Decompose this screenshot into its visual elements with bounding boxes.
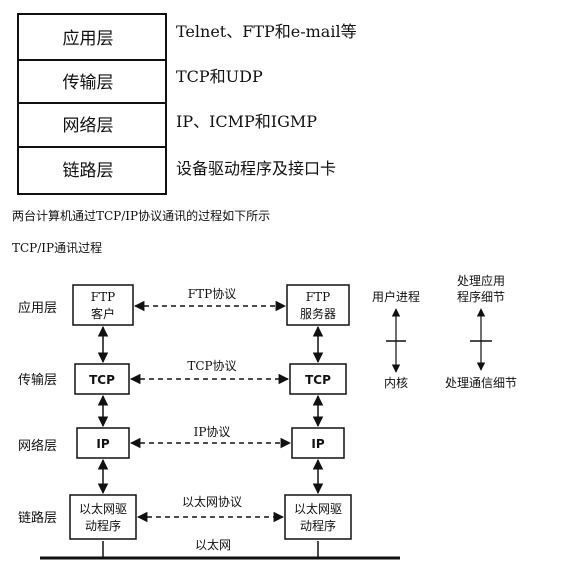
right-server-label: 服务器 — [300, 306, 336, 321]
app-detail-line2: 程序细节 — [457, 289, 505, 304]
ethernet-label: 以太网 — [195, 537, 231, 552]
left-tcp-label: TCP — [89, 373, 115, 387]
table-protocols-link: 设备驱动程序及接口卡 — [176, 159, 336, 178]
diagram-layer-application: 应用层 — [18, 300, 57, 316]
right-notes: 用户进程 内核 处理应用 程序细节 处理通信细节 — [372, 273, 517, 390]
diagram-layer-link: 链路层 — [18, 510, 57, 526]
ethernet-bus — [40, 541, 400, 560]
left-stack: FTP 客户 TCP IP 以太网驱 动程序 — [69, 284, 137, 540]
left-client-label: 客户 — [91, 306, 115, 321]
tcp-protocol-label: TCP协议 — [187, 358, 236, 373]
right-tcp-label: TCP — [305, 373, 331, 387]
kernel-label: 内核 — [384, 376, 408, 390]
table-layer-transport: 传输层 — [63, 73, 114, 93]
left-ethernet-driver-box — [69, 494, 137, 540]
left-tcp-box — [74, 363, 130, 395]
diagram-layer-transport: 传输层 — [18, 372, 57, 388]
user-process-label: 用户进程 — [372, 289, 420, 304]
left-ftp-label: FTP — [91, 290, 115, 304]
table-layer-application: 应用层 — [63, 29, 114, 49]
app-detail-line1: 处理应用 — [457, 273, 505, 288]
right-stack: FTP 服务器 TCP IP 以太网驱 动程序 — [284, 284, 352, 540]
right-ftp-label: FTP — [306, 290, 330, 304]
right-ethernet-driver-box — [284, 494, 352, 540]
right-ip-label: IP — [311, 437, 324, 451]
right-tcp-box — [289, 363, 347, 395]
figure-caption: TCP/IP通讯过程 — [12, 240, 102, 255]
left-ftp-client-box — [72, 284, 134, 326]
layer-table: 应用层 传输层 网络层 链路层 Telnet、FTP和e-mail等 TCP和U… — [17, 13, 357, 195]
left-driver-line1: 以太网驱 — [79, 501, 127, 516]
ethernet-protocol-label: 以太网协议 — [182, 494, 242, 509]
ip-protocol-label: IP协议 — [194, 424, 231, 439]
right-ftp-server-box — [286, 284, 350, 326]
left-ip-label: IP — [96, 437, 109, 451]
diagram-layer-labels: 应用层 传输层 网络层 链路层 — [18, 300, 57, 526]
intro-sentence: 两台计算机通过TCP/IP协议通讯的过程如下所示 — [12, 208, 270, 223]
left-driver-line2: 动程序 — [85, 518, 121, 533]
table-protocols-application: Telnet、FTP和e-mail等 — [176, 22, 357, 41]
table-protocols-network: IP、ICMP和IGMP — [176, 112, 317, 131]
table-layer-network: 网络层 — [63, 116, 114, 136]
table-layer-link: 链路层 — [63, 161, 114, 181]
right-driver-line1: 以太网驱 — [294, 501, 342, 516]
right-ip-box — [291, 427, 345, 459]
diagram-layer-network: 网络层 — [18, 438, 57, 454]
table-protocols-transport: TCP和UDP — [176, 67, 263, 86]
right-driver-line2: 动程序 — [300, 518, 336, 533]
comm-detail-label: 处理通信细节 — [445, 376, 517, 390]
left-ip-box — [76, 427, 130, 459]
ftp-protocol-label: FTP协议 — [188, 286, 236, 301]
peer-protocol-arrows — [129, 300, 292, 523]
